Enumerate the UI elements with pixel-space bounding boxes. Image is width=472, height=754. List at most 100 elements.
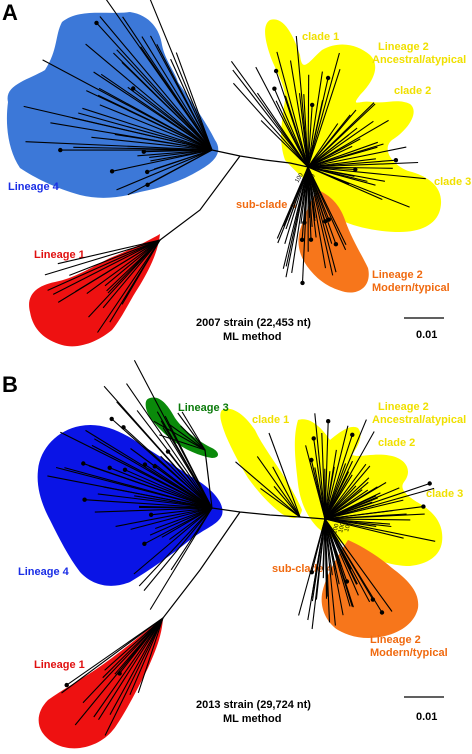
lineage4-b-lower-branch <box>133 507 213 575</box>
label-clade1-a: clade 1 <box>302 31 339 43</box>
lineage4-b-lower-branch <box>149 507 213 610</box>
lineage4-b-tip <box>109 416 114 422</box>
lineage1-b-branch <box>104 617 164 736</box>
lineage1-b-branch <box>104 617 164 671</box>
lineage4-a-branch <box>25 141 213 151</box>
subclade4-b-branch <box>324 518 328 597</box>
clade3-b-tip <box>427 481 432 486</box>
scale-label-b: 0.01 <box>416 711 437 723</box>
clade1-a-branch <box>307 71 323 168</box>
lineage4-a-lower-tip <box>141 149 146 154</box>
lineage4-b-tip <box>107 465 112 470</box>
clade1-a-branch <box>307 74 310 168</box>
lineage3-b-branch <box>177 412 206 451</box>
lineage4-b-lower-branch <box>169 507 213 541</box>
subclade4-b-branch <box>324 518 359 596</box>
subclade4-a-tip <box>300 280 305 286</box>
clade1-b-2-branch <box>324 421 329 520</box>
clade3-a-branch <box>307 166 383 201</box>
strain-label-a: 2007 strain (22,453 nt) <box>196 317 311 329</box>
lineage4-b-lower-branch <box>144 507 213 545</box>
clade1-b-2-branch <box>314 413 326 520</box>
clade3-b-branch <box>324 499 404 520</box>
lineage4-a-branch <box>42 59 213 151</box>
lineage4-a-branch <box>97 94 213 151</box>
clade1-b-branch <box>272 466 301 518</box>
lineage4-a-lower-branch <box>137 149 213 157</box>
lineage4-b-branch <box>103 486 213 509</box>
subclade4-b-branch <box>324 518 351 607</box>
label-l2-anc-line2-a: Ancestral/atypical <box>372 54 466 66</box>
lineage4-a-branch <box>132 88 213 151</box>
lineage4-b-branch <box>124 469 213 509</box>
label-clade2-a: clade 2 <box>394 85 431 97</box>
lineage4-a-branch <box>100 73 213 151</box>
lineage1-b-branch <box>98 617 164 720</box>
clade1-a-branch <box>255 66 309 168</box>
lineage1-b-branch <box>109 617 164 715</box>
lineage1-b-branch <box>129 617 164 696</box>
lineage4-a-branch <box>82 107 213 151</box>
label-lineage4-a: Lineage 4 <box>8 181 60 193</box>
lineage1-a-branch <box>86 239 161 295</box>
subclade4-a-branch <box>291 166 309 273</box>
label-subclade4-a: sub-clade 4 <box>236 199 297 211</box>
lineage1-a-branch <box>44 239 161 276</box>
subclade4-a-branch <box>284 166 309 244</box>
lineage4-a-lower-branch <box>127 149 213 196</box>
clade1-b-2-tip <box>311 436 316 441</box>
clade1-b-2-branch <box>324 419 367 520</box>
lineage4-b-branch <box>97 493 213 509</box>
label-lineage3-b: Lineage 3 <box>178 402 229 414</box>
clade1-b-2-branch <box>324 460 353 520</box>
lineage1-b-branch <box>137 617 164 693</box>
clade1-b-branch <box>256 456 301 518</box>
method-label-b: ML method <box>223 713 281 725</box>
subclade4-a-branch <box>276 166 309 239</box>
tree-branches-b <box>47 360 436 736</box>
method-label-a: ML method <box>223 331 281 343</box>
lineage4-b-branch <box>64 467 213 509</box>
lineage4-b-lower-branch <box>170 507 213 571</box>
lineage1-b-branch <box>102 617 164 679</box>
label-lineage1-a: Lineage 1 <box>34 249 85 261</box>
label-lineage1-b: Lineage 1 <box>34 659 85 671</box>
lineage4-b-branch <box>123 426 213 509</box>
clade1-b-branch <box>260 487 301 518</box>
lineage1-b-branch <box>66 617 164 686</box>
lineage4-a-lower-branch <box>116 149 213 191</box>
clade2-a-branch <box>307 120 374 168</box>
bootstrap-b-2: 100 <box>338 522 347 534</box>
lineage4-b-tip <box>81 461 86 466</box>
lineage1-a-branch <box>104 239 161 287</box>
lineage4-b-lower-tip <box>142 541 147 546</box>
lineage1-a-branch <box>57 239 161 303</box>
clade1-a-branch <box>232 69 309 168</box>
lineage4-b-branch <box>83 462 213 509</box>
label-l2-anc-line1-a: Lineage 2 <box>378 41 429 53</box>
clade1-b-branch <box>268 432 301 518</box>
lineage2-modern-hull-b <box>321 540 419 638</box>
subclade4-b-branch <box>324 518 393 612</box>
lineage4-a-lower-branch <box>111 149 213 172</box>
label-clade3-b: clade 3 <box>426 488 463 500</box>
clade1-a-branch <box>307 52 340 168</box>
subclade4-b-branch <box>298 518 326 616</box>
clade3-a-branch <box>307 166 376 186</box>
subclade4-b-branch <box>324 518 333 576</box>
lineage4-b-lower-branch <box>130 507 213 530</box>
lineage4-b-lower-branch <box>139 506 213 509</box>
panel-b-letter: B <box>2 372 18 397</box>
lineage4-b-branch <box>109 467 213 509</box>
label-l2-mod-line1-b: Lineage 2 <box>370 634 421 646</box>
scale-label-a: 0.01 <box>416 329 437 341</box>
subclade4-a-branch <box>282 166 309 269</box>
lineage3-b-branch <box>153 420 206 451</box>
lineage1-a-branch <box>97 239 161 333</box>
lineage4-a-branch <box>91 136 213 151</box>
lineage4-a-branch <box>140 46 213 151</box>
lineage4-a-branch <box>150 35 213 151</box>
clade3-b-branch <box>324 518 436 542</box>
panel-a: A 0.01 2007 strain (22,453 nt) ML method… <box>2 0 471 347</box>
clade1-a-branch <box>303 94 309 168</box>
